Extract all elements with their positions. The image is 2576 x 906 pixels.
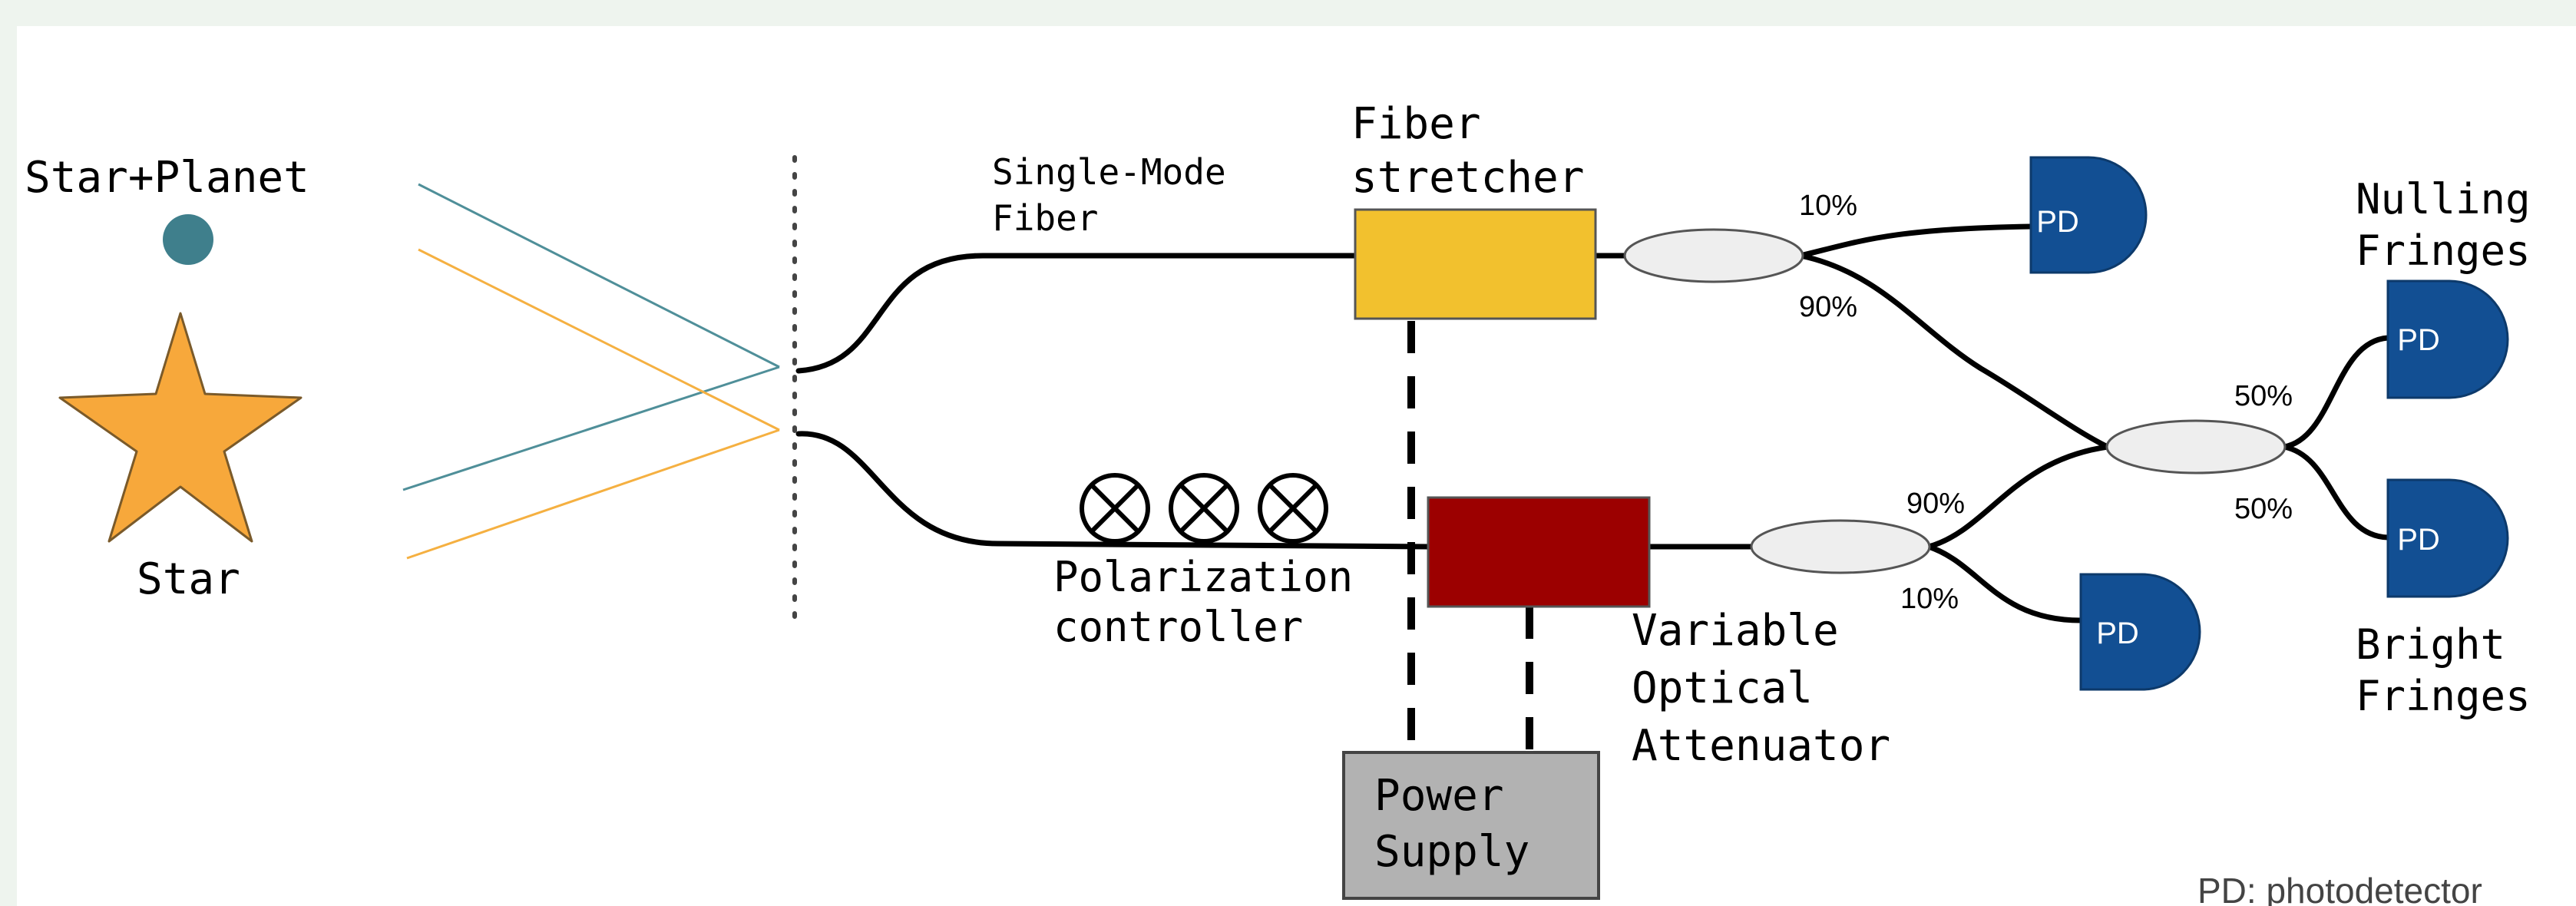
upper-tap-10-percent: 10% [1799, 190, 1857, 222]
pd-label: PD [2397, 523, 2440, 557]
upper-tap-90-percent: 90% [1799, 291, 1857, 323]
attenuator-label-2: Optical [1632, 663, 1813, 713]
attenuator-box [1427, 496, 1651, 608]
combiner-coupler [2105, 419, 2287, 474]
power-supply-label-1: Power [1374, 771, 1504, 821]
teal-rays [402, 183, 780, 491]
fiber-stretcher-label-1: Fiber [1351, 99, 1481, 149]
photodetector-upper-tap: PD [2029, 156, 2148, 274]
pd-label: PD [2036, 205, 2079, 239]
combiner-50-percent-top: 50% [2234, 380, 2293, 412]
lower-coupler [1750, 519, 1931, 574]
photodetector-nulling: PD [2386, 279, 2509, 399]
fiber-stretcher-label-2: stretcher [1351, 153, 1584, 203]
attenuator-label-1: Variable [1632, 606, 1839, 656]
nulling-fringes-label-2: Fringes [2356, 226, 2531, 275]
photodetector-lower-tap: PD [2079, 573, 2201, 691]
polarization-paddle-1-icon [1080, 473, 1150, 544]
power-connections [1407, 321, 1533, 752]
attenuator-label-3: Attenuator [1632, 721, 1890, 771]
combiner-50-percent-bottom: 50% [2234, 493, 2293, 525]
star-planet-label: Star+Planet [25, 153, 309, 203]
fiber-stretcher-box [1354, 208, 1597, 320]
lower-tap-10-percent: 10% [1900, 583, 1959, 615]
polarization-paddle-2-icon [1169, 473, 1239, 544]
planet-marker [163, 214, 213, 265]
fiber-paths [795, 223, 2391, 623]
footnote: PD: photodetector [2197, 871, 2482, 906]
polarization-controller [1080, 473, 1328, 544]
bright-fringes-label-2: Fringes [2356, 672, 2531, 720]
pd-label: PD [2397, 323, 2440, 357]
upper-coupler [1623, 228, 1804, 283]
star-icon [58, 312, 303, 543]
polarization-paddle-3-icon [1258, 473, 1328, 544]
single-mode-fiber-label-1: Single-Mode [992, 151, 1226, 193]
polarization-controller-label-2: controller [1053, 603, 1303, 651]
power-supply-label-2: Supply [1374, 827, 1529, 877]
orange-rays [406, 248, 780, 560]
power-supply-box [1342, 751, 1600, 900]
single-mode-fiber-label-2: Fiber [992, 197, 1098, 239]
lower-tap-90-percent: 90% [1906, 488, 1965, 520]
nulling-fringes-label-1: Nulling [2356, 175, 2531, 223]
bright-fringes-label-1: Bright [2356, 620, 2505, 669]
star-label: Star [137, 554, 240, 604]
pd-label: PD [2096, 617, 2139, 650]
photodetector-bright: PD [2386, 478, 2509, 598]
polarization-controller-label-1: Polarization [1053, 553, 1353, 601]
